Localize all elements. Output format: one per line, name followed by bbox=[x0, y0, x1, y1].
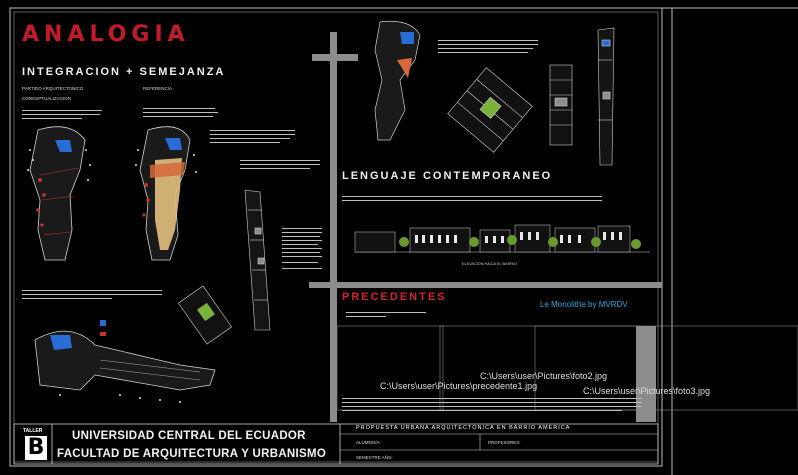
inner-border bbox=[13, 11, 659, 463]
horizontal-divider-mid bbox=[309, 282, 662, 288]
block-elevation bbox=[244, 189, 271, 331]
field-semestre: SEMESTRE AÑO: bbox=[356, 455, 393, 460]
label-elevacion: ELEVACION HACIA EL BARRIO bbox=[462, 262, 518, 266]
section-language-title: LENGUAJE CONTEMPORANEO bbox=[342, 170, 553, 182]
vertical-divider bbox=[330, 32, 337, 422]
field-alumno: ALUMNO/A: bbox=[356, 440, 381, 445]
precedent-link[interactable]: Le Monolithe by MVRDV bbox=[540, 300, 628, 309]
faculty-name: FACULTAD DE ARQUITECTURA Y URBANISMO bbox=[57, 448, 327, 460]
image-path-precedente1: C:\Users\user\Pictures\precedente1.jpg bbox=[380, 381, 538, 391]
tall-plan-right bbox=[597, 27, 615, 166]
gray-block-right bbox=[636, 326, 656, 422]
image-path-foto3: C:\Users\user\Pictures\foto3.jpg bbox=[583, 386, 711, 396]
taller-letter: B bbox=[25, 436, 47, 460]
site-plan-bottom bbox=[34, 320, 216, 403]
building-plan-diagonal bbox=[447, 67, 533, 153]
taller-label: TALLER bbox=[23, 428, 43, 434]
horizontal-divider-top bbox=[312, 54, 358, 61]
field-profesores: PROFESORES: bbox=[488, 440, 521, 445]
project-title: PROPUESTA URBANA ARQUITECTONICA EN BARRI… bbox=[356, 425, 571, 431]
university-name: UNIVERSIDAD CENTRAL DEL ECUADOR bbox=[72, 430, 306, 442]
section-integration-title: INTEGRACION + SEMEJANZA bbox=[22, 66, 226, 78]
elevation-contemporary bbox=[354, 224, 650, 253]
green-block-plan bbox=[177, 285, 233, 345]
sheet-border bbox=[9, 7, 663, 467]
label-referencia: REFERENCIA bbox=[143, 86, 173, 91]
plan-drawing-1 bbox=[27, 126, 91, 261]
sheet-title: ANALOGIA bbox=[22, 22, 190, 47]
building-elevation-stack bbox=[549, 64, 573, 146]
label-conceptualizacion: CONCEPTUALIZACION bbox=[22, 96, 72, 101]
title-block bbox=[13, 423, 659, 465]
image-path-foto2: C:\Users\user\Pictures\foto2.jpg bbox=[480, 371, 608, 381]
section-precedents-title: PRECEDENTES bbox=[342, 291, 447, 303]
annotation-lines bbox=[22, 40, 642, 411]
label-partido: PARTIDO ARQUITECTONICO bbox=[22, 86, 84, 91]
plan-drawing-2 bbox=[135, 126, 197, 261]
image-frames bbox=[336, 325, 798, 411]
plan-drawing-3 bbox=[374, 20, 421, 141]
